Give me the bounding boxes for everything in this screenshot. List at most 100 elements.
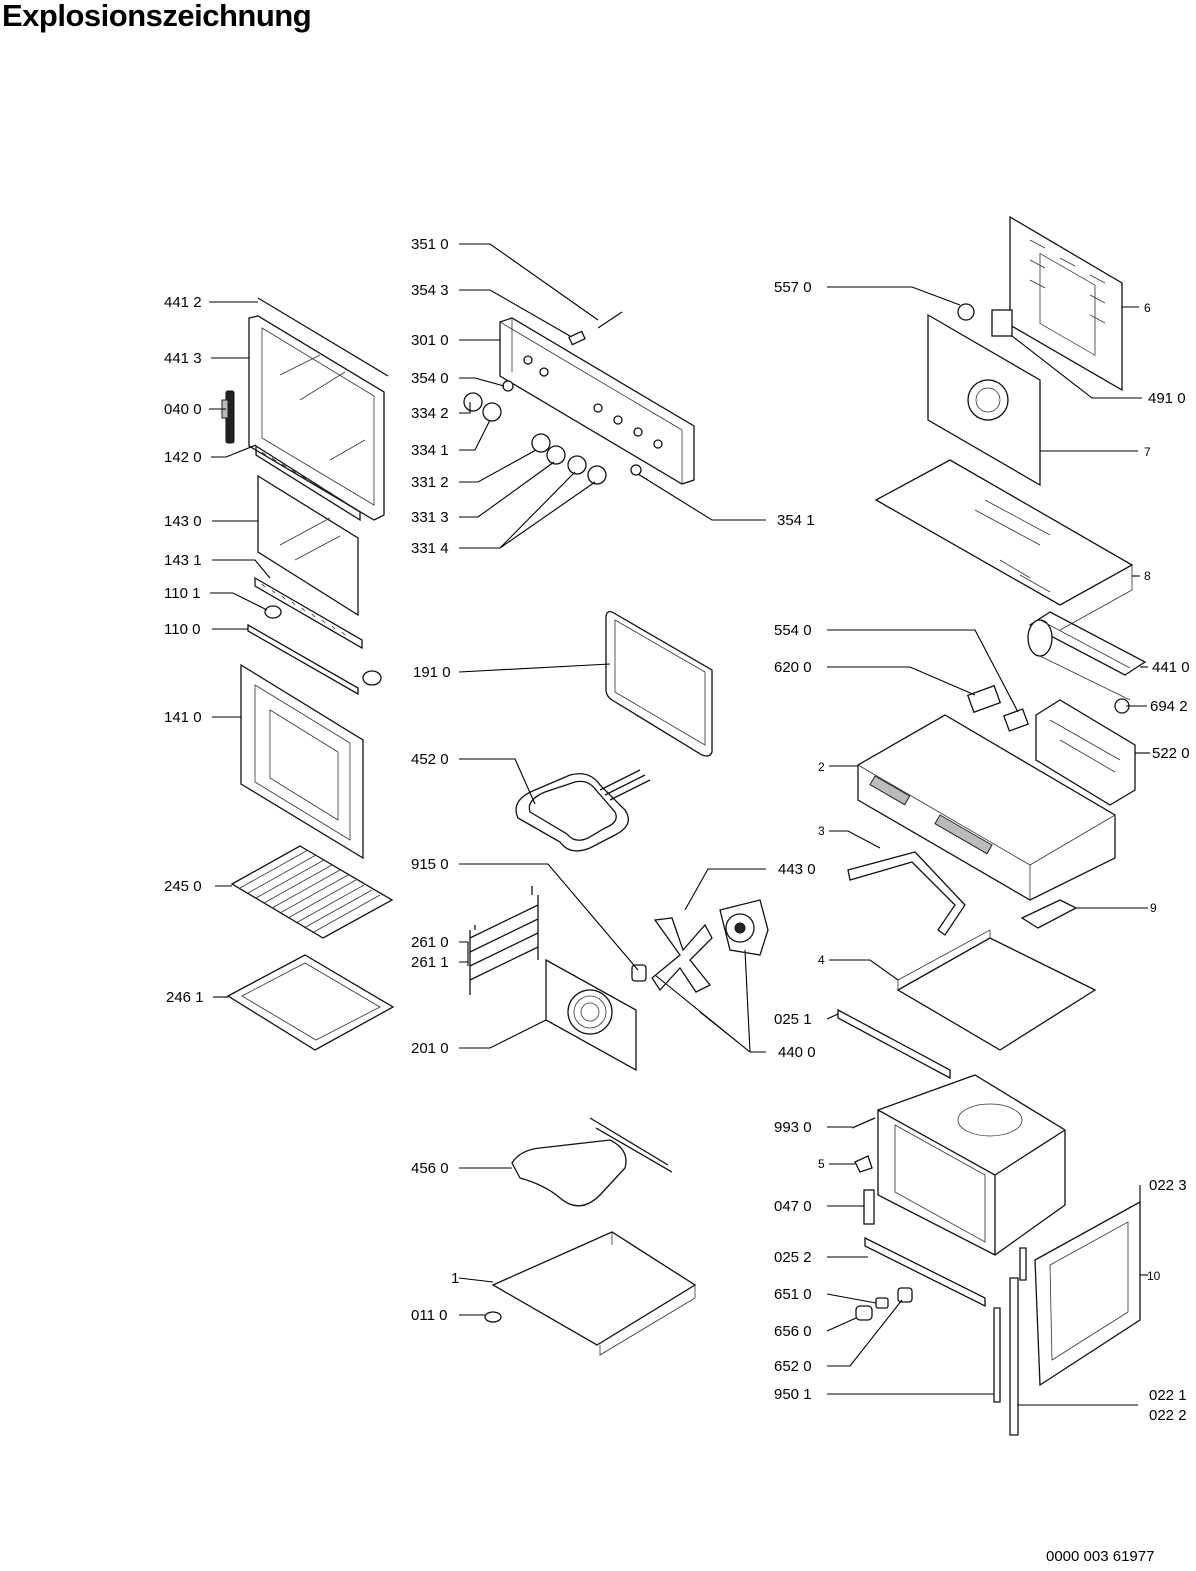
part-label: 022 2 bbox=[1149, 1407, 1187, 1424]
part-label: 441 0 bbox=[1152, 659, 1190, 676]
part-label: 011 0 bbox=[411, 1307, 447, 1324]
part-label: 554 0 bbox=[774, 622, 812, 639]
rear-panel bbox=[927, 313, 1041, 487]
part-label: 354 3 bbox=[411, 282, 449, 299]
part-label: 9 bbox=[1150, 901, 1157, 915]
knob-331-4b bbox=[587, 465, 607, 485]
part-label: 440 0 bbox=[778, 1044, 816, 1061]
knob-334-1 bbox=[482, 402, 502, 422]
switch-shaft bbox=[597, 311, 623, 329]
baking-tray bbox=[226, 954, 395, 1051]
rail-025-2 bbox=[864, 1236, 986, 1308]
part-label: 10 bbox=[1147, 1269, 1161, 1283]
door-outer-frame bbox=[248, 315, 385, 521]
front-frame bbox=[1034, 1200, 1141, 1387]
part-label: 3 bbox=[818, 824, 825, 838]
tangential-fan bbox=[1027, 611, 1147, 701]
part-label: 142 0 bbox=[164, 449, 202, 466]
rail-025-1 bbox=[837, 1008, 951, 1080]
knob-331-3 bbox=[546, 445, 566, 465]
part-label: 025 1 bbox=[774, 1011, 812, 1028]
thermostat-557-0 bbox=[957, 303, 975, 321]
part-label: 5 bbox=[818, 1157, 825, 1171]
bottom-plate bbox=[491, 1231, 697, 1356]
leader-lines bbox=[209, 243, 1150, 1406]
part-label: 143 1 bbox=[164, 552, 202, 569]
part-label: 331 4 bbox=[411, 540, 449, 557]
part-label: 652 0 bbox=[774, 1358, 812, 1375]
grill-element bbox=[515, 769, 651, 852]
inner-door-panel bbox=[240, 663, 364, 860]
part-label: 452 0 bbox=[411, 751, 449, 768]
part-label: 334 1 bbox=[411, 442, 449, 459]
part-label: 141 0 bbox=[164, 709, 202, 726]
glass-clip bbox=[264, 605, 282, 619]
part-label: 331 3 bbox=[411, 509, 449, 526]
part-label: 261 0 bbox=[411, 934, 449, 951]
bottom-heating-element bbox=[511, 1117, 673, 1207]
part-label: 334 2 bbox=[411, 405, 449, 422]
part-label: 7 bbox=[1144, 445, 1151, 459]
switch-554-0 bbox=[1003, 708, 1029, 732]
part-label: 4 bbox=[818, 953, 825, 967]
document-number: 0000 003 61977 bbox=[1046, 1548, 1155, 1565]
part-label: 025 2 bbox=[774, 1249, 812, 1266]
part-label: 950 1 bbox=[774, 1386, 812, 1403]
part-label: 201 0 bbox=[411, 1040, 449, 1057]
cap-354-0 bbox=[502, 380, 514, 392]
wire-grid-shelf bbox=[230, 845, 394, 939]
part-label: 022 3 bbox=[1149, 1177, 1187, 1194]
part-label: 456 0 bbox=[411, 1160, 449, 1177]
part-label: 694 2 bbox=[1150, 698, 1188, 715]
part-label: 022 1 bbox=[1149, 1387, 1187, 1404]
knob-331-2 bbox=[531, 433, 551, 453]
part-label: 246 1 bbox=[166, 989, 204, 1006]
part-label: 8 bbox=[1144, 569, 1151, 583]
oven-back-wall bbox=[545, 958, 637, 1072]
hinge-047-0 bbox=[863, 1189, 875, 1225]
rear-cover bbox=[1009, 215, 1123, 392]
oven-cavity bbox=[877, 1074, 1066, 1256]
part-label: 993 0 bbox=[774, 1119, 812, 1136]
page-title: Explosionszeichnung bbox=[2, 0, 312, 33]
foot-011-0 bbox=[484, 1311, 502, 1323]
part-label: 441 2 bbox=[164, 294, 202, 311]
door-assembly bbox=[221, 297, 395, 1051]
door-gasket bbox=[605, 610, 713, 757]
top-plate bbox=[874, 459, 1134, 631]
mounting-plate-4 bbox=[896, 929, 1097, 1051]
electronics-module bbox=[1035, 699, 1136, 806]
door-top-strip bbox=[257, 297, 389, 377]
part-label: 301 0 bbox=[411, 332, 449, 349]
part-label: 1 bbox=[451, 1270, 459, 1287]
part-label: 557 0 bbox=[774, 279, 812, 296]
switch-620-0 bbox=[966, 684, 1002, 714]
inner-glass-pane bbox=[257, 474, 359, 617]
part-label: 915 0 bbox=[411, 856, 449, 873]
part-label: 441 3 bbox=[164, 350, 202, 367]
part-label: 110 0 bbox=[164, 621, 200, 638]
bracket-3 bbox=[847, 851, 966, 936]
component-9 bbox=[1020, 899, 1078, 929]
part-label: 354 0 bbox=[411, 370, 449, 387]
part-label: 261 1 bbox=[411, 954, 449, 971]
clip-5 bbox=[854, 1155, 873, 1173]
part-label: 245 0 bbox=[164, 878, 202, 895]
part-label: 651 0 bbox=[774, 1286, 812, 1303]
glass-rail bbox=[247, 623, 359, 696]
side-rack bbox=[469, 886, 539, 995]
part-label: 6 bbox=[1144, 301, 1151, 315]
part-label: 040 0 bbox=[164, 401, 202, 418]
part-label: 143 0 bbox=[164, 513, 202, 530]
part-label: 443 0 bbox=[778, 861, 816, 878]
part-label: 351 0 bbox=[411, 236, 449, 253]
glass-bracket bbox=[254, 576, 363, 650]
part-label: 656 0 bbox=[774, 1323, 812, 1340]
screw-993-0 bbox=[851, 1117, 876, 1129]
knob-331-4a bbox=[567, 455, 587, 475]
knob-334-2 bbox=[463, 392, 483, 412]
part-label: 620 0 bbox=[774, 659, 812, 676]
control-panel-assembly bbox=[463, 311, 695, 485]
seal-strip-950-1 bbox=[993, 1307, 1001, 1403]
